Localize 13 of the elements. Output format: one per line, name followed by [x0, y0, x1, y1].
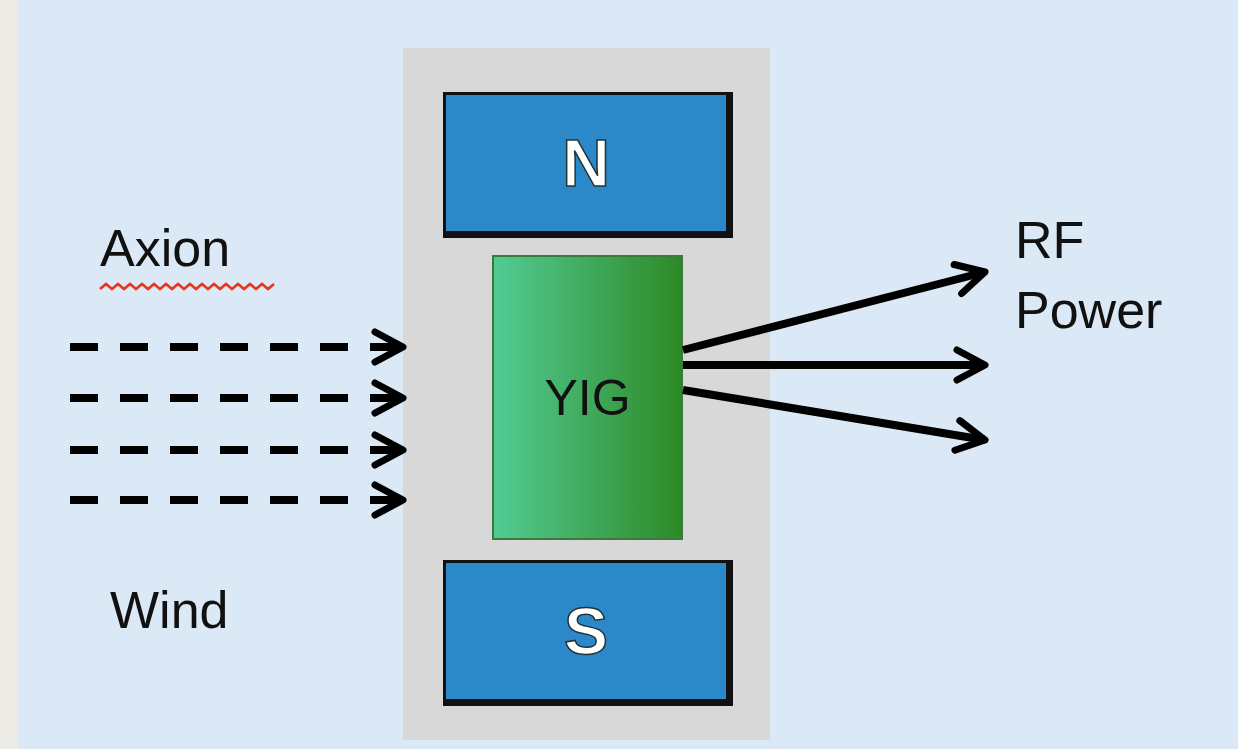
yig-crystal [492, 255, 683, 540]
arrow [682, 386, 989, 454]
output-label: RF Power [1015, 210, 1164, 342]
arrow [683, 346, 989, 384]
pole-label: N [562, 130, 610, 196]
magnet-housing [403, 48, 770, 740]
caption-text: Axion [100, 218, 231, 279]
magnet-pole [443, 92, 733, 238]
crystal-label: YIG [544, 368, 631, 427]
pole-label: S [564, 598, 608, 664]
magnet-pole [443, 560, 733, 706]
arrow [682, 261, 989, 354]
caption-text: Wind [110, 580, 229, 641]
